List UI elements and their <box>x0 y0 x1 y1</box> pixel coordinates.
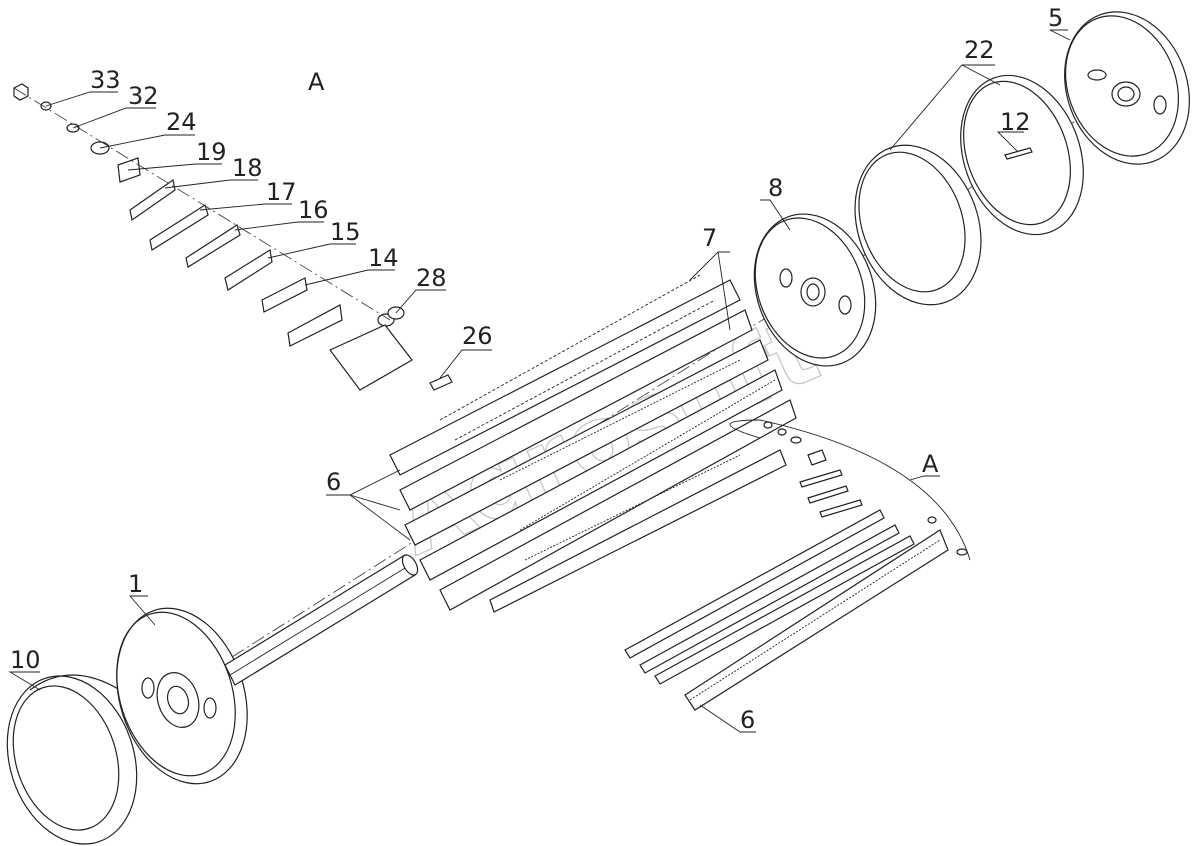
shaft <box>224 554 419 686</box>
detail-label-a: A <box>922 450 939 478</box>
part-1-disc <box>116 607 248 785</box>
callout-22: 22 <box>964 36 995 64</box>
callout-16: 16 <box>298 196 329 224</box>
callout-7: 7 <box>702 224 717 252</box>
callout-32: 32 <box>128 82 159 110</box>
view-label-a: A <box>308 68 325 96</box>
part-8-disc <box>753 213 877 367</box>
callouts: 33 32 24 19 18 17 16 15 14 28 26 7 <box>8 4 1071 734</box>
callout-14: 14 <box>368 244 399 272</box>
callout-10: 10 <box>10 646 41 674</box>
part-22-rings <box>854 74 1084 306</box>
rotor-bars <box>389 274 797 613</box>
detail-a-parts <box>624 419 971 711</box>
callout-24: 24 <box>166 108 197 136</box>
callout-26: 26 <box>462 322 493 350</box>
part-10-ring <box>6 674 138 845</box>
callout-8: 8 <box>768 174 783 202</box>
part-12-pin <box>1004 147 1033 160</box>
callout-15: 15 <box>330 218 361 246</box>
callout-1: 1 <box>128 570 143 598</box>
callout-33: 33 <box>90 66 121 94</box>
callout-6-lower: 6 <box>740 706 755 734</box>
hardware-stack-top <box>13 83 453 391</box>
callout-6-upper: 6 <box>326 468 341 496</box>
callout-19: 19 <box>196 138 227 166</box>
callout-5: 5 <box>1048 4 1063 32</box>
callout-12: 12 <box>1000 108 1031 136</box>
callout-18: 18 <box>232 154 263 182</box>
part-5-disc <box>1064 11 1190 165</box>
callout-17: 17 <box>266 178 297 206</box>
callout-28: 28 <box>416 264 447 292</box>
